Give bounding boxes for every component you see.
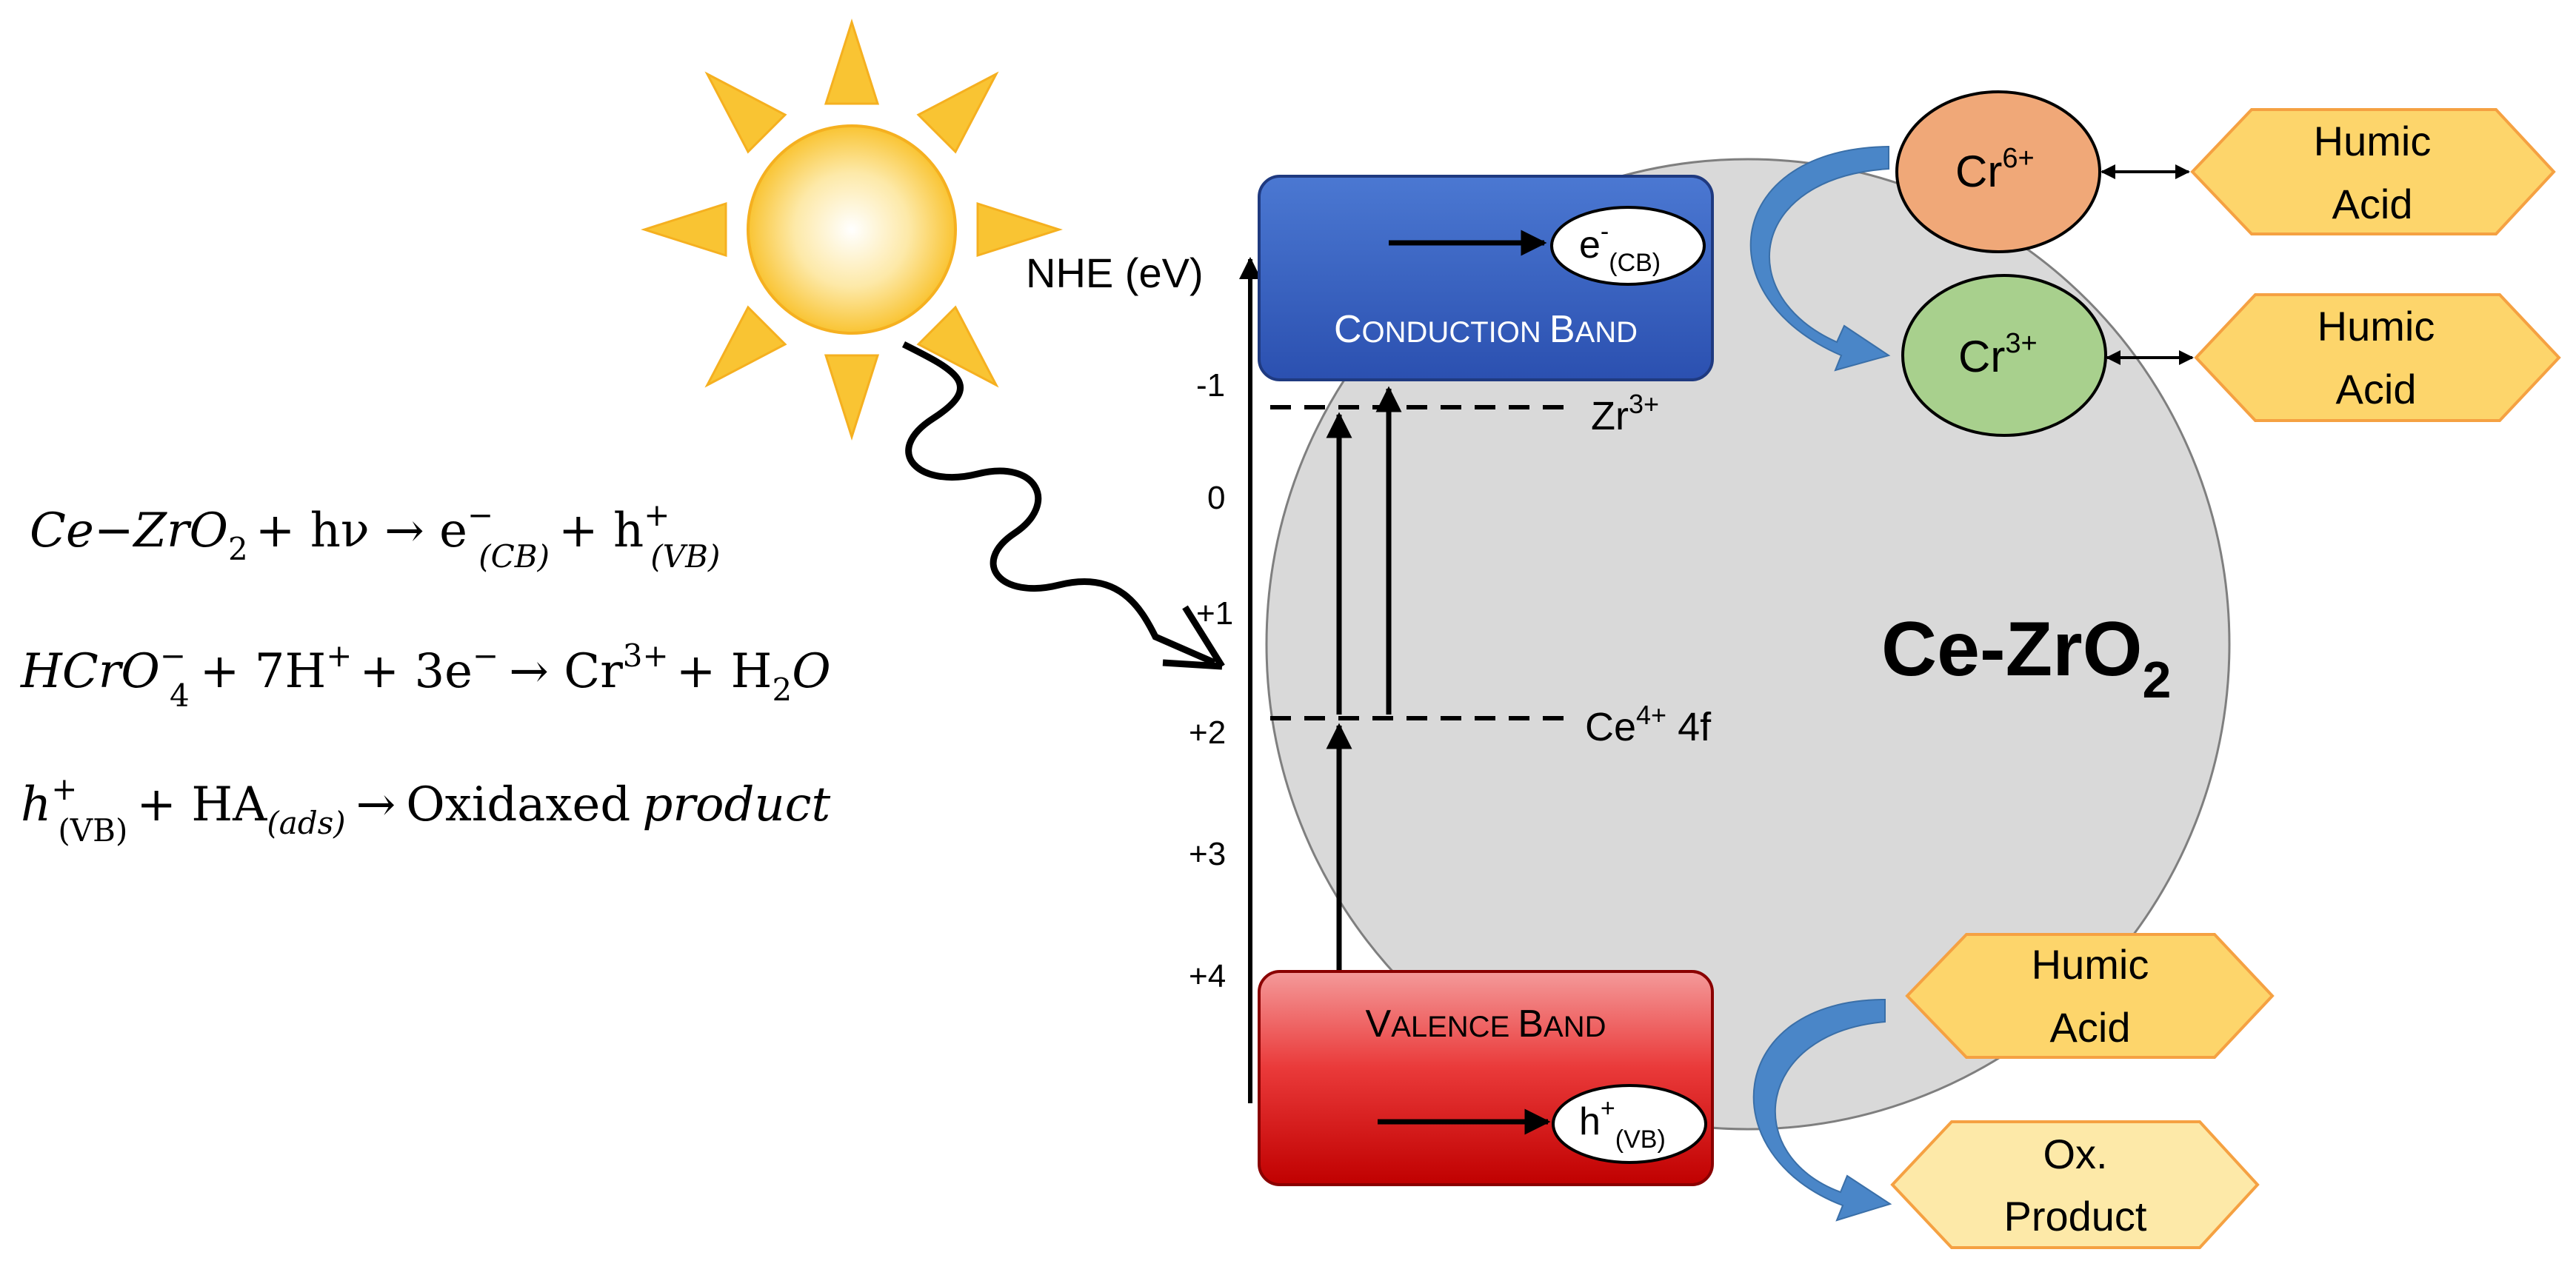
cr-reduction-arrow — [1749, 145, 1891, 372]
svg-text:Humic: Humic — [2032, 941, 2149, 988]
tick-label: +3 — [1189, 836, 1226, 872]
electron-label: e-(CB) — [1579, 218, 1661, 277]
axis-title: NHE (eV) — [1026, 250, 1204, 296]
ha-oxidation-arrow — [1752, 998, 1892, 1222]
conduction-band-label: CONDUCTION BAND — [1334, 308, 1638, 351]
tick-label: -1 — [1196, 367, 1225, 404]
electron-ellipse — [1550, 206, 1706, 286]
tick-label: +1 — [1196, 595, 1233, 632]
humic-acid-hexagon-1: Humic Acid — [2190, 108, 2556, 235]
svg-text:Acid: Acid — [2050, 1004, 2131, 1051]
svg-text:Cr6+: Cr6+ — [1955, 143, 2035, 196]
zr-level-label: Zr3+ — [1591, 389, 1659, 438]
tick-labels: -1 0 +1 +2 +3 +4 — [1189, 367, 1233, 994]
equation-2: HCrO−4+ 7H++ 3e−→ Cr3++ H2O — [20, 638, 831, 714]
hole-ellipse — [1552, 1084, 1707, 1164]
tick-label: +4 — [1189, 958, 1226, 994]
particle-label: Ce-ZrO2 — [1881, 606, 2171, 709]
humic-acid-hexagon-3: Humic Acid — [1905, 933, 2275, 1059]
cr6-species: Cr6+ — [1895, 90, 2101, 253]
svg-text:Humic: Humic — [2318, 303, 2435, 349]
valence-band: VALENCE BAND h+(VB) — [1258, 970, 1714, 1186]
cr3-species: Cr3+ — [1901, 274, 2107, 437]
ce-level-label: Ce4+ 4f — [1585, 700, 1712, 749]
tick-label: +2 — [1189, 715, 1226, 751]
svg-text:Product: Product — [2004, 1193, 2147, 1239]
svg-text:Acid: Acid — [2336, 366, 2417, 412]
ox-product-hexagon: Ox. Product — [1890, 1120, 2260, 1249]
equation-1: Ce−ZrO2+ hν → e−(CB)+ h+(VB) — [30, 497, 720, 575]
equations: Ce−ZrO2+ hν → e−(CB)+ h+(VB) HCrO−4+ 7H+… — [20, 497, 831, 849]
nhe-axis: NHE (eV) -1 0 +1 +2 +3 +4 — [1026, 250, 1261, 1103]
svg-text:Ox.: Ox. — [2043, 1131, 2107, 1177]
sun-icon — [641, 19, 1063, 441]
conduction-band: e-(CB) CONDUCTION BAND — [1258, 175, 1714, 381]
tick-label: 0 — [1207, 480, 1225, 516]
humic-acid-hexagon-2: Humic Acid — [2194, 293, 2561, 422]
svg-text:Acid: Acid — [2332, 181, 2413, 227]
photon-arrow — [901, 341, 1225, 670]
valence-band-label: VALENCE BAND — [1366, 1003, 1606, 1046]
svg-text:Humic: Humic — [2314, 118, 2432, 164]
excitation-arrows — [1326, 386, 1402, 970]
svg-text:Cr3+: Cr3+ — [1958, 328, 2038, 381]
hole-label: h+(VB) — [1579, 1094, 1666, 1154]
